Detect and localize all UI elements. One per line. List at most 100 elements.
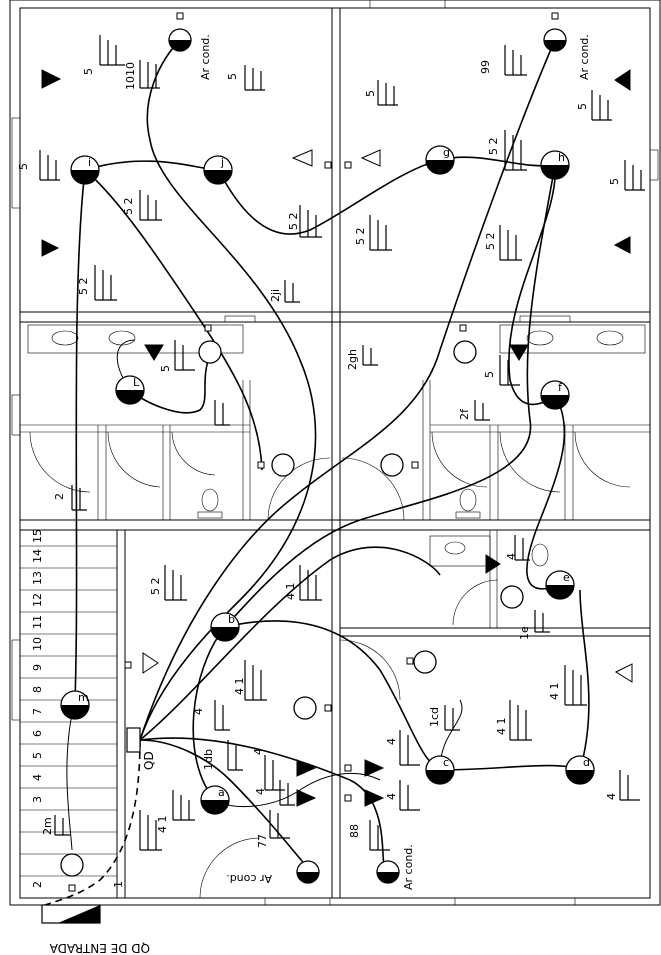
svg-text:5: 5 [31, 752, 44, 759]
svg-text:b: b [228, 613, 235, 626]
svg-text:1cd: 1cd [428, 707, 441, 727]
main-panel: QD [126, 727, 156, 770]
svg-text:5: 5 [226, 73, 239, 80]
svg-text:5 2: 5 2 [354, 228, 367, 246]
svg-text:5 2: 5 2 [122, 198, 135, 216]
svg-text:4: 4 [505, 553, 518, 560]
air-cond-label: Ar cond. [578, 34, 591, 80]
svg-text:14: 14 [31, 549, 44, 563]
svg-text:a: a [218, 786, 225, 799]
lamp-h: h [540, 150, 570, 180]
lamp-m: m [60, 690, 90, 720]
svg-text:m: m [78, 691, 89, 704]
svg-text:2: 2 [53, 493, 66, 500]
inner-wall [19, 7, 651, 899]
switches [68, 12, 559, 892]
svg-text:5 2: 5 2 [487, 138, 500, 156]
lamp-plain [60, 853, 84, 877]
outlets [41, 69, 633, 807]
svg-text:1010: 1010 [124, 62, 137, 90]
stair-numbers: 2 3 4 5 6 7 8 9 10 11 12 13 14 15 1 [31, 529, 125, 888]
lamp-j: j [203, 155, 233, 185]
svg-text:h: h [558, 151, 565, 164]
svg-text:9: 9 [31, 664, 44, 671]
svg-text:4 1: 4 1 [495, 718, 508, 736]
svg-text:4 1: 4 1 [233, 678, 246, 696]
svg-text:5: 5 [576, 103, 589, 110]
svg-text:c: c [443, 756, 449, 769]
svg-text:12: 12 [31, 593, 44, 607]
svg-text:f: f [558, 381, 563, 394]
svg-text:1: 1 [112, 881, 125, 888]
svg-text:5: 5 [364, 90, 377, 97]
walls [9, 0, 661, 906]
circuit-labels: 2m 1db 1cd 1e 2f 2gh 2ji 77 88 99 1010 [41, 60, 531, 848]
svg-text:QD DE ENTRADA: QD DE ENTRADA [49, 941, 150, 955]
svg-text:4 1: 4 1 [548, 683, 561, 701]
svg-text:10: 10 [31, 637, 44, 651]
lamp-a: a [200, 785, 230, 815]
lamp-d: d [565, 755, 595, 785]
air-cond-label: Ar cond. [226, 872, 272, 885]
svg-text:4: 4 [385, 738, 398, 745]
svg-text:2m: 2m [41, 817, 54, 835]
stair-treads [20, 545, 117, 877]
svg-text:5: 5 [483, 371, 496, 378]
svg-text:5: 5 [608, 178, 621, 185]
svg-text:5: 5 [82, 68, 95, 75]
svg-text:5: 5 [159, 365, 172, 372]
svg-text:15: 15 [31, 529, 44, 543]
air-cond-label: Ar cond. [199, 34, 212, 80]
lamp-b: b [210, 612, 240, 642]
svg-text:1e: 1e [518, 626, 531, 640]
wiring [44, 39, 590, 906]
svg-text:4: 4 [31, 774, 44, 781]
svg-text:4: 4 [192, 708, 205, 715]
svg-text:5: 5 [17, 163, 30, 170]
lamp-plain [453, 340, 477, 364]
lamp-i: i [70, 155, 100, 185]
lamp-plain [271, 453, 295, 477]
lamp-plain [500, 585, 524, 609]
svg-text:13: 13 [31, 571, 44, 585]
svg-text:g: g [443, 146, 450, 159]
air-cond-points: Ar cond. Ar cond. Ar cond. Ar cond. [168, 28, 591, 890]
outer-wall [9, 0, 661, 906]
svg-text:d: d [583, 756, 590, 769]
svg-text:5 2: 5 2 [484, 233, 497, 251]
svg-text:4: 4 [254, 788, 267, 795]
svg-text:4 1: 4 1 [156, 816, 169, 834]
conductor-ticks [39, 35, 645, 851]
svg-text:11: 11 [31, 615, 44, 629]
lamp-e: e [545, 570, 575, 600]
svg-text:i: i [88, 156, 91, 169]
svg-text:4: 4 [385, 793, 398, 800]
svg-text:8: 8 [31, 686, 44, 693]
svg-text:2ji: 2ji [269, 289, 282, 302]
lamp-plain [380, 453, 404, 477]
lamp-L: L [115, 375, 145, 405]
svg-text:6: 6 [31, 730, 44, 737]
lamp-f: f [540, 380, 570, 410]
svg-text:2f: 2f [458, 408, 471, 420]
lamp-g: g [425, 145, 455, 175]
svg-text:88: 88 [348, 824, 361, 838]
svg-text:4: 4 [605, 793, 618, 800]
svg-text:1db: 1db [202, 749, 215, 770]
svg-text:5 2: 5 2 [287, 213, 300, 231]
svg-text:5 2: 5 2 [77, 278, 90, 296]
svg-text:77: 77 [256, 834, 269, 848]
lamp-plain [198, 340, 222, 364]
svg-text:7: 7 [31, 708, 44, 715]
lamp-plain [293, 696, 317, 720]
svg-text:3: 3 [31, 796, 44, 803]
svg-text:5 2: 5 2 [149, 578, 162, 596]
entry-panel: QD DE ENTRADA [41, 904, 150, 955]
svg-text:4: 4 [252, 748, 265, 755]
svg-text:2gh: 2gh [346, 349, 359, 370]
svg-text:4 1: 4 1 [284, 583, 297, 601]
svg-text:QD: QD [142, 751, 156, 770]
conductor-labels: 5 5 5 5 5 5 5 5 5 2 5 2 5 2 5 2 5 2 5 2 … [17, 68, 621, 833]
svg-text:e: e [563, 571, 570, 584]
